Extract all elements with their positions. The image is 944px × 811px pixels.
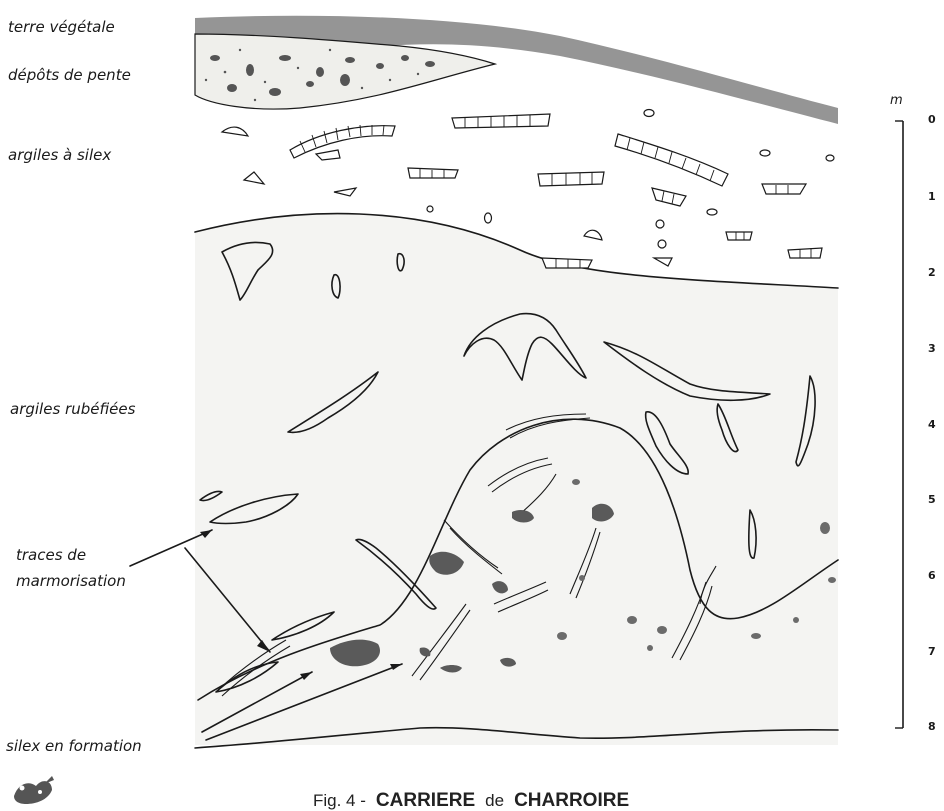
scale-tick-7: 7 <box>928 645 936 658</box>
figure-caption: Fig. 4 - CARRIERE de CHARROIRE <box>313 790 629 811</box>
caption-joiner: de <box>485 791 504 810</box>
label-traces-de: traces de <box>16 546 86 564</box>
caption-prefix: Fig. 4 - <box>313 791 366 810</box>
scale-tick-8: 8 <box>928 720 936 733</box>
scale-tick-1: 1 <box>928 190 936 203</box>
scale-tick-5: 5 <box>928 493 936 506</box>
caption-name-2: CHARROIRE <box>514 790 629 811</box>
label-terre-vegetale: terre végétale <box>8 18 115 36</box>
rubefied-clay-zone <box>195 214 838 745</box>
caption-name-1: CARRIERE <box>376 790 475 811</box>
label-argiles-rubefiees: argiles rubéfiées <box>10 400 136 418</box>
scale-tick-6: 6 <box>928 569 936 582</box>
depth-scale: m 0 1 2 3 4 5 6 7 8 <box>890 93 936 733</box>
scale-unit: m <box>890 93 903 108</box>
label-depots-de-pente: dépôts de pente <box>8 66 131 84</box>
scale-tick-2: 2 <box>928 266 936 279</box>
label-silex-en-formation: silex en formation <box>6 737 142 755</box>
scale-tick-4: 4 <box>928 418 936 431</box>
label-marmorisation: marmorisation <box>16 572 126 590</box>
label-argiles-a-silex: argiles à silex <box>8 146 111 164</box>
slope-deposit-lens <box>195 34 495 109</box>
publisher-logo-icon <box>14 776 54 804</box>
scale-tick-3: 3 <box>928 342 936 355</box>
scale-tick-0: 0 <box>928 113 936 126</box>
